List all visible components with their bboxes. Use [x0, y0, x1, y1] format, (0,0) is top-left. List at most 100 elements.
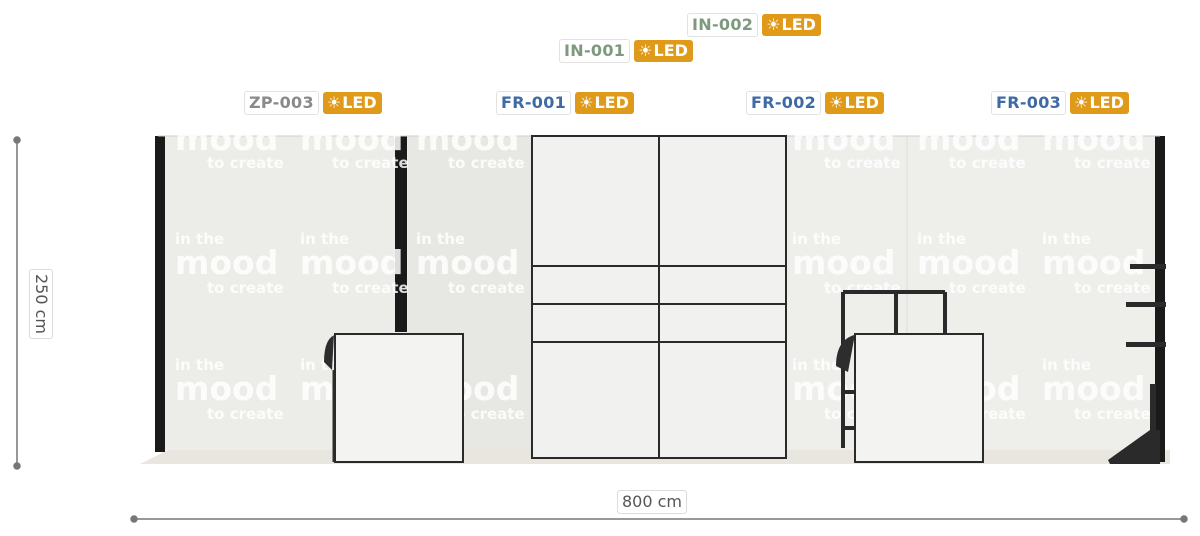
watermark-line3: to create: [207, 279, 284, 297]
chair-left: [324, 334, 338, 370]
post-zp: [395, 136, 407, 332]
led-badge: ☀LED: [322, 92, 382, 114]
watermark-line3: to create: [207, 531, 284, 536]
watermark-line1: in the: [175, 356, 224, 374]
watermark-line3: to create: [1074, 279, 1151, 297]
wall-shelves: [1108, 264, 1166, 464]
watermark-line2: mood: [175, 495, 278, 534]
tag-code: FR-001: [496, 91, 572, 115]
watermark-line3: to create: [700, 531, 777, 536]
cabinet-right: [658, 135, 787, 459]
watermark-line2: mood: [792, 243, 895, 282]
watermark-line1: in the: [792, 230, 841, 248]
sun-icon: ☀: [829, 93, 844, 112]
sun-icon: ☀: [1074, 93, 1089, 112]
watermark-line3: to create: [332, 279, 409, 297]
watermark-line1: in the: [175, 230, 224, 248]
watermark-line1: in the: [917, 482, 966, 500]
sun-icon: ☀: [326, 93, 342, 112]
sun-icon: ☀: [766, 15, 781, 34]
tag-in-002[interactable]: IN-002 ☀LED: [687, 13, 821, 37]
post-right: [1155, 136, 1165, 462]
led-badge: ☀LED: [1070, 92, 1129, 114]
tag-fr-002[interactable]: FR-002 ☀LED: [746, 91, 884, 115]
watermark-line3: to create: [448, 531, 525, 536]
watermark-line1: in the: [300, 482, 349, 500]
watermark-line3: to create: [448, 154, 525, 172]
tag-fr-003[interactable]: FR-003 ☀LED: [991, 91, 1129, 115]
watermark-line3: to create: [1074, 531, 1151, 536]
watermark-line2: mood: [300, 243, 403, 282]
watermark-line2: mood: [792, 495, 895, 534]
watermark-line2: mood: [416, 243, 519, 282]
counter-left: [334, 333, 464, 463]
led-badge: ☀LED: [762, 14, 821, 36]
led-badge: ☀LED: [634, 40, 693, 62]
watermark-line1: in the: [540, 482, 589, 500]
tag-code: FR-003: [991, 91, 1067, 115]
post-left: [155, 136, 165, 452]
watermark-line2: mood: [300, 495, 403, 534]
watermark-line3: to create: [824, 279, 901, 297]
watermark-line3: to create: [949, 279, 1026, 297]
watermark-line1: in the: [1042, 230, 1091, 248]
watermark-line1: in the: [792, 356, 841, 374]
height-label: 250 cm: [29, 268, 54, 340]
watermark-line2: mood: [300, 119, 403, 158]
tag-fr-001[interactable]: FR-001 ☀LED: [496, 91, 634, 115]
watermark-line1: in the: [416, 482, 465, 500]
tag-code: ZP-003: [244, 91, 319, 115]
watermark-line3: to create: [824, 531, 901, 536]
counter-right: [854, 333, 984, 463]
height-dimension: [13, 136, 21, 470]
width-dimension: [130, 515, 1188, 523]
tag-code: IN-001: [559, 39, 631, 63]
watermark-line2: mood: [416, 119, 519, 158]
pipe-rack: [841, 290, 947, 448]
led-badge: ☀LED: [825, 92, 884, 114]
tag-zp-003[interactable]: ZP-003 ☀LED: [244, 91, 382, 115]
watermark-line2: mood: [1042, 119, 1145, 158]
width-label: 800 cm: [617, 490, 688, 514]
tag-code: FR-002: [746, 91, 822, 115]
watermark-line3: to create: [949, 154, 1026, 172]
watermark-line3: to create: [824, 154, 901, 172]
watermark-line1: in the: [175, 482, 224, 500]
tag-in-001[interactable]: IN-001 ☀LED: [559, 39, 693, 63]
watermark-line2: mood: [917, 119, 1020, 158]
watermark-line1: in the: [792, 482, 841, 500]
sun-icon: ☀: [579, 93, 594, 112]
watermark-line2: mood: [1042, 369, 1145, 408]
led-badge: ☀LED: [575, 92, 634, 114]
watermark-line3: to create: [207, 154, 284, 172]
watermark-line3: to create: [949, 531, 1026, 536]
watermark-line2: mood: [175, 369, 278, 408]
watermark-line3: to create: [207, 405, 284, 423]
watermark-line1: in the: [1042, 356, 1091, 374]
watermark-line2: mood: [416, 495, 519, 534]
sun-icon: ☀: [638, 41, 653, 60]
tag-code: IN-002: [687, 13, 759, 37]
watermark-line2: mood: [1042, 243, 1145, 282]
watermark-line1: in the: [300, 230, 349, 248]
watermark-line2: mood: [917, 495, 1020, 534]
watermark-line3: to create: [572, 531, 649, 536]
watermark-line3: to create: [1074, 154, 1151, 172]
watermark-line2: mood: [175, 119, 278, 158]
watermark-line3: to create: [448, 405, 525, 423]
watermark-line2: mood: [1042, 495, 1145, 534]
watermark-line1: in the: [416, 230, 465, 248]
watermark-line2: mood: [917, 243, 1020, 282]
